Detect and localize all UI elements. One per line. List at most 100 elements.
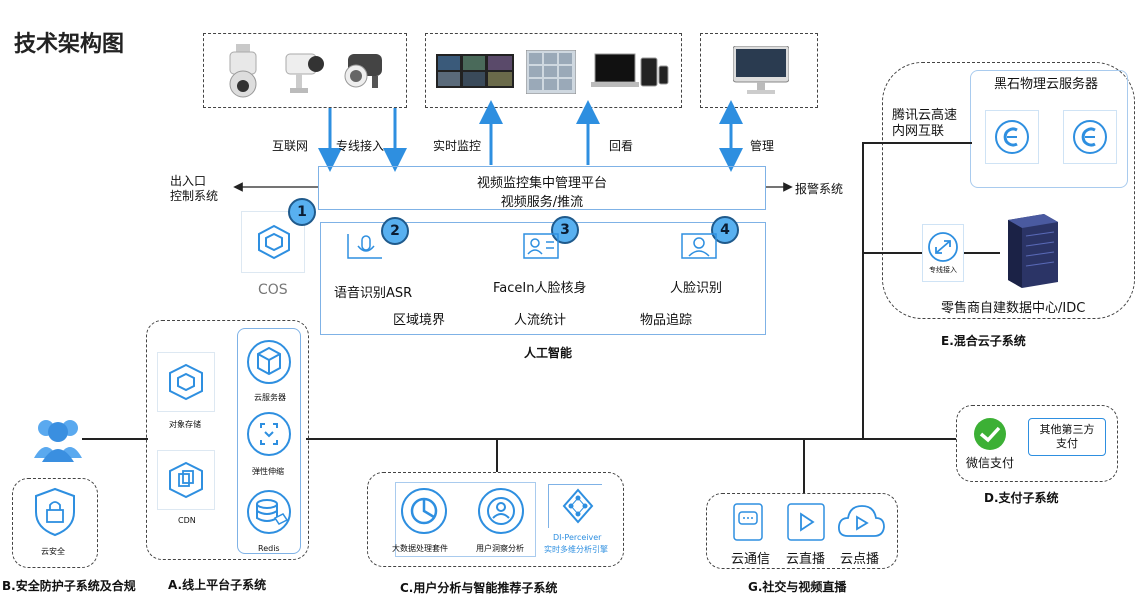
security-caption: B.安全防护子系统及合规 [2,579,136,593]
hybrid-branch-bottom [862,252,922,254]
other-payment-box: 其他第三方 支付 [1028,418,1106,456]
users-icon [34,420,82,462]
monitor-grid-icon [526,50,576,94]
shield-icon [35,487,75,537]
badge-3: 3 [551,216,579,244]
cos-icon [258,224,290,260]
asr-icon [347,234,382,259]
insight-icon [478,488,524,534]
camera-devices-box [203,33,407,108]
display-devices-box [425,33,682,108]
insight-label: 用户洞察分析 [476,544,524,553]
cdn-label: CDN [178,516,196,525]
cdn-icon [169,461,203,499]
label-dedicated: 专线接入 [336,139,385,153]
label-realtime: 实时监控 [433,139,482,153]
ai-face: 人脸识别 [670,281,723,296]
vod-label: 云点播 [840,552,880,567]
ai-track: 物品追踪 [640,313,693,328]
ai-box [320,222,766,335]
social-box [706,493,898,569]
cloud-server-icon [247,340,291,384]
other-payment-label: 其他第三方 支付 [1039,423,1095,450]
di-perceiver-card [548,484,602,528]
payment-box [956,405,1118,482]
dedicated-link-label: 专线接入 [929,266,957,274]
hybrid-cloud-box [882,62,1135,319]
facein-icon [523,233,559,259]
desktop-monitor-icon [733,46,789,94]
blackstone-server-2 [1063,110,1117,164]
label-entrance: 出入口 控制系统 [170,174,219,203]
autoscale-label: 弹性伸缩 [252,467,284,476]
analytics-box [367,472,624,567]
di-perceiver-icon [562,488,594,524]
wechat-pay-icon [974,418,1006,450]
ai-caption: 人工智能 [524,346,573,360]
online-inner-box [237,328,301,554]
object-storage-icon [169,363,203,401]
cloud-security-label: 云安全 [41,547,65,556]
ai-area: 区域境界 [393,313,446,328]
bus-to-security [82,438,148,440]
platform-line1: 视频监控集中管理平台 [476,176,607,191]
dedicated-link-icon [928,232,958,262]
blackstone-server-icon [995,120,1029,154]
redis-label: Redis [258,544,280,553]
page-title: 技术架构图 [14,32,125,57]
video-platform-box: 视频监控集中管理平台 视频服务/推流 [318,166,766,210]
blackstone-box [970,70,1128,188]
label-internet: 互联网 [272,139,309,153]
di-perceiver-desc: 实时多维分析引擎 [544,545,608,554]
dedicated-link-card: 专线接入 [922,224,964,282]
main-bus [306,438,956,440]
social-caption: G.社交与视频直播 [748,580,847,594]
redis-icon [247,490,291,534]
di-perceiver-name: DI-Perceiver [553,533,602,542]
dome-camera-icon [344,54,382,88]
label-manage: 管理 [750,139,775,153]
blackstone-server-icon [1073,120,1107,154]
wechat-pay-label: 微信支付 [966,456,1015,470]
ai-asr: 语音识别ASR [334,286,413,301]
badge-4: 4 [711,216,739,244]
cvm-label: 云服务器 [254,393,286,402]
vod-icon [838,505,885,537]
ai-facein: FaceIn人脸核身 [493,281,587,296]
hybrid-caption: E.混合云子系统 [941,334,1026,348]
object-storage-card [157,352,215,412]
im-label: 云通信 [731,552,771,567]
hybrid-link-idc [964,252,1000,254]
idc-label: 零售商自建数据中心/IDC [941,301,1086,316]
bullet-camera-icon [285,53,324,93]
tencent-line1: 腾讯云高速 [892,108,958,123]
badge-2: 2 [381,217,409,245]
label-alarm: 报警系统 [795,182,844,196]
tencent-line2: 内网互联 [892,124,945,139]
idc-server-icon [1008,214,1058,288]
analytics-caption: C.用户分析与智能推荐子系统 [400,581,558,595]
cos-card [241,211,305,273]
laptop-tablet-icon [591,53,669,87]
analytics-inner-box [395,482,536,557]
face-recognition-icon [681,233,717,259]
cvm-card [241,334,297,390]
security-box [12,478,98,568]
bus-to-social [803,438,805,493]
im-icon [733,503,763,541]
hybrid-branch-top [862,142,972,144]
ptz-camera-icon [229,44,257,98]
ai-flow: 人流统计 [514,313,567,328]
bigdata-label: 大数据处理套件 [392,544,448,553]
cos-label: COS [258,282,288,298]
online-caption: A.线上平台子系统 [168,578,267,592]
payment-caption: D.支付子系统 [984,491,1059,505]
badge-1: 1 [288,198,316,226]
hybrid-trunk [862,142,864,440]
label-playback: 回看 [609,139,634,153]
online-platform-box [146,320,309,560]
autoscale-icon [247,412,291,456]
blackstone-label: 黑石物理云服务器 [994,77,1099,92]
redis-card [241,484,297,540]
